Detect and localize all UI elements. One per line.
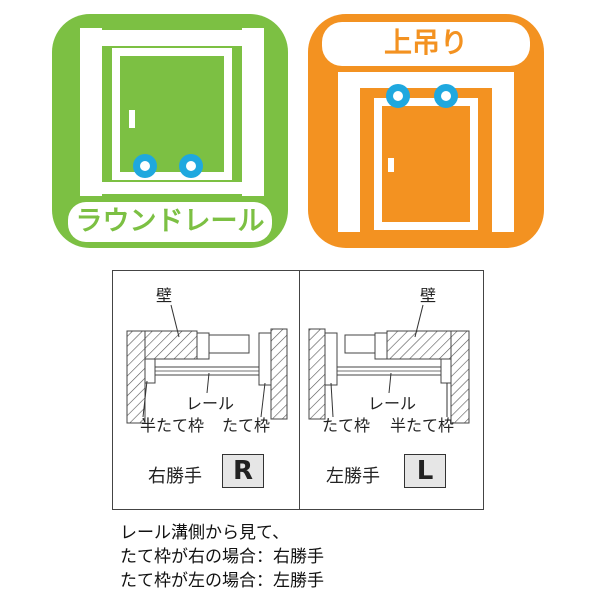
top-hung-door-icon (308, 14, 544, 248)
diagram-divider (299, 271, 300, 509)
top-hung-label: 上吊り (383, 26, 468, 59)
note-line-2: たて枠が右の場合：右勝手 (120, 547, 324, 567)
left-hand-section-drawing (308, 304, 470, 424)
right-hand-right-frame-label: たて枠 (222, 416, 271, 435)
handing-diagram (112, 270, 484, 510)
left-hand-right-frame-label: 半たて枠 (390, 416, 455, 435)
round-rail-icon-card: ラウンドレール (52, 14, 288, 248)
left-hand-caption: 左勝手 (326, 466, 380, 487)
left-hand-left-frame-label: たて枠 (322, 416, 371, 435)
round-rail-door-icon (52, 14, 288, 248)
round-rail-label: ラウンドレール (75, 206, 265, 237)
note-line-1: レール溝側から見て、 (120, 523, 290, 543)
right-hand-section-drawing (126, 304, 288, 424)
left-hand-rail-label: レール (368, 394, 417, 413)
top-hung-icon-card: 上吊り (308, 14, 544, 248)
right-hand-left-frame-label: 半たて枠 (140, 416, 205, 435)
right-hand-rail-label: レール (186, 394, 235, 413)
right-hand-letter-box: R (222, 454, 264, 488)
left-hand-letter-box: L (404, 454, 446, 488)
right-hand-caption: 右勝手 (148, 466, 202, 487)
right-hand-wall-label: 壁 (156, 286, 173, 305)
note-line-3: たて枠が左の場合：左勝手 (120, 571, 324, 591)
left-hand-wall-label: 壁 (420, 286, 437, 305)
